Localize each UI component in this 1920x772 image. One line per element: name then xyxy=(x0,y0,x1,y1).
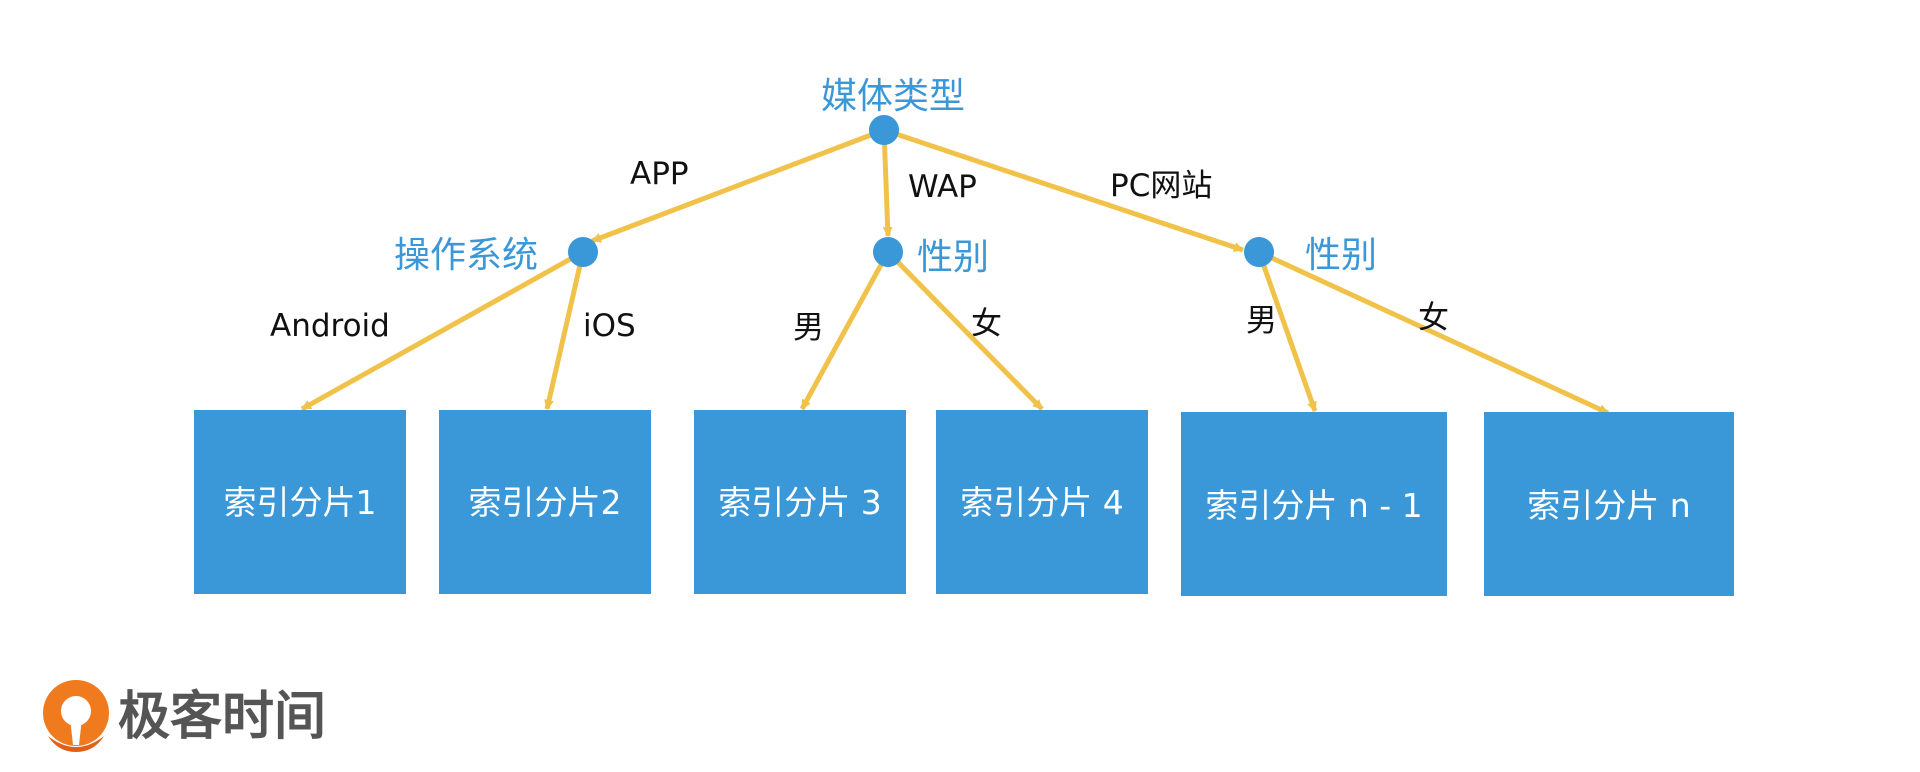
edge-label-pc: PC网站 xyxy=(1110,168,1212,204)
shard-label-3: 索引分片 3 xyxy=(718,483,882,522)
logo-text: 极客时间 xyxy=(118,687,326,747)
edge-root-wap xyxy=(881,129,893,237)
shard-box-4 xyxy=(936,410,1148,594)
shard-box-1 xyxy=(194,410,406,594)
edges xyxy=(300,127,1610,416)
root-node-label: 媒体类型 xyxy=(821,76,965,117)
os-node-label: 操作系统 xyxy=(394,235,538,276)
wap-gender-node-label: 性别 xyxy=(917,237,989,278)
shard-label-2: 索引分片2 xyxy=(469,483,622,522)
geektime-logo: 极客时间 xyxy=(43,680,326,752)
edge-os-shard1 xyxy=(300,249,585,412)
shard-box-2 xyxy=(439,410,651,594)
edge-pc-shardn1 xyxy=(1256,251,1318,412)
pc-gender-node-label: 性别 xyxy=(1305,235,1377,276)
os-node-dot xyxy=(568,237,598,267)
shard-box-3 xyxy=(694,410,906,594)
shard-box-n-minus-1 xyxy=(1181,412,1447,596)
edge-label-app: APP xyxy=(630,156,689,192)
edge-label-pc-male: 男 xyxy=(1246,303,1277,339)
geektime-logo-icon xyxy=(43,680,109,752)
edge-label-wap-female: 女 xyxy=(971,306,1002,342)
edge-label-wap-male: 男 xyxy=(793,310,824,346)
edge-root-os xyxy=(591,127,885,244)
edge-label-pc-female: 女 xyxy=(1418,300,1449,336)
edge-wap-shard4 xyxy=(886,250,1044,411)
edge-label-wap: WAP xyxy=(908,169,977,205)
edge-wap-shard3 xyxy=(799,250,891,411)
edge-os-shard2 xyxy=(544,251,586,410)
shard-label-4: 索引分片 4 xyxy=(960,483,1124,522)
shard-box-n xyxy=(1484,412,1734,596)
wap-gender-node-dot xyxy=(873,237,903,267)
root-node-dot xyxy=(869,115,899,145)
edge-pc-shardn xyxy=(1257,249,1610,416)
edge-label-ios: iOS xyxy=(583,308,636,344)
edge-label-android: Android xyxy=(270,308,390,344)
edge-root-pc xyxy=(883,127,1244,253)
pc-gender-node-dot xyxy=(1244,237,1274,267)
shard-boxes: 索引分片1 索引分片2 索引分片 3 索引分片 4 索引分片 n - 1 索引分… xyxy=(194,410,1734,596)
shard-label-n-minus-1: 索引分片 n - 1 xyxy=(1205,486,1422,525)
shard-label-1: 索引分片1 xyxy=(224,483,377,522)
shard-label-n: 索引分片 n xyxy=(1527,486,1690,525)
